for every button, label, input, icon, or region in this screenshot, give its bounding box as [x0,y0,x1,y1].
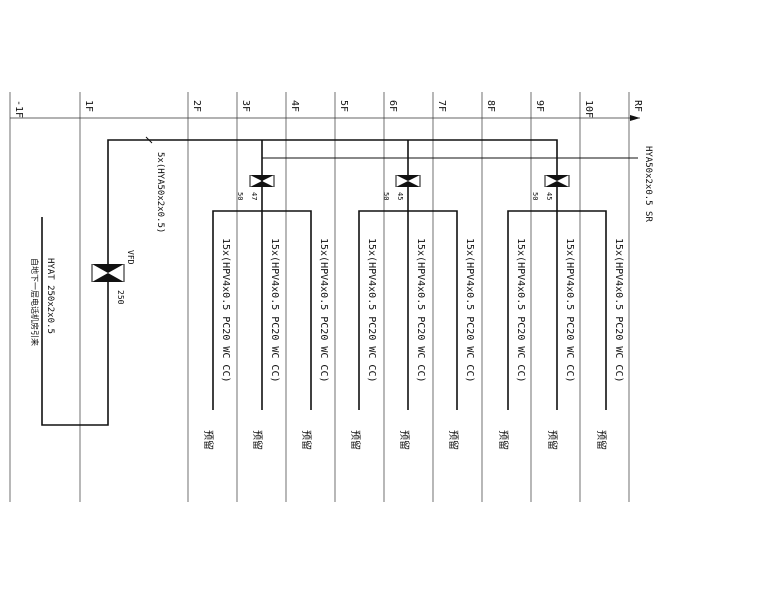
incoming-cable [41,217,109,426]
riser-cables [107,136,638,265]
distribution-box-6f: 45 50 [382,175,421,200]
distribution-box-icon [395,175,421,187]
vfd-frame-icon [91,264,125,282]
branch-wiring [212,187,607,410]
box-top-value: 47 [250,192,258,200]
floor-label: 6F [387,100,398,112]
box-bottom-value: 50 [531,192,539,200]
floor-label: 5F [338,100,349,112]
box-top-value: 45 [396,192,404,200]
distribution-box-9f: 45 50 [531,175,570,200]
floor-label: -1F [13,100,24,118]
distribution-box-icon [249,175,275,187]
floor-label: 4F [289,100,300,112]
floor-label: 3F [240,100,251,112]
branch-note: 预留 [546,430,559,450]
incoming-source-note: 自地下一层电话机房引来 [30,258,40,346]
floor-grid [9,92,640,502]
branch-note: 预留 [398,430,411,450]
floor-labels: -1F 1F 2F 3F 4F 5F 6F 7F 8F 9F 10F RF [13,100,643,118]
vfd-value: 250 [116,290,125,305]
distribution-box-3f: 47 50 [236,175,275,200]
box-top-value: 45 [545,192,553,200]
branch-cable-label: 15x(HPV4x0.5 PC20 WC CC) [415,238,426,383]
box-bottom-value: 50 [382,192,390,200]
branch-cable-label: 15x(HPV4x0.5 PC20 WC CC) [269,238,280,383]
branch-note: 预留 [349,430,362,450]
branch-note: 预留 [202,430,215,450]
floor-label: 2F [191,100,202,112]
branch-cable-label: 15x(HPV4x0.5 PC20 WC CC) [613,238,624,383]
floor-label: RF [632,100,643,112]
roof-cable-label: HYA50x2x0.5 SR [643,146,653,222]
branch-note: 预留 [595,430,608,450]
branch-note: 预留 [300,430,313,450]
branch-cable-label: 15x(HPV4x0.5 PC20 WC CC) [318,238,329,383]
branch-cable-label: 15x(HPV4x0.5 PC20 WC CC) [564,238,575,383]
box-bottom-value: 50 [236,192,244,200]
branch-cable-label: 15x(HPV4x0.5 PC20 WC CC) [515,238,526,383]
floor-label: 10F [583,100,594,118]
branch-note: 预留 [251,430,264,450]
riser-cable-label: 5x(HYA50x2x0.5) [155,152,165,233]
branch-cable-label: 15x(HPV4x0.5 PC20 WC CC) [366,238,377,383]
floor-label: 1F [83,100,94,112]
branch-cable-labels: 15x(HPV4x0.5 PC20 WC CC) 15x(HPV4x0.5 PC… [220,238,624,383]
branch-notes: 预留 预留 预留 预留 预留 预留 预留 预留 预留 [202,430,608,450]
vfd-label: VFD [126,250,135,265]
incoming-cable-label: HYAT 250x2x0.5 [45,258,55,334]
branch-note: 预留 [447,430,460,450]
floor-label: 8F [485,100,496,112]
floor-label: 9F [534,100,545,112]
floor-label: 7F [436,100,447,112]
branch-cable-label: 15x(HPV4x0.5 PC20 WC CC) [464,238,475,383]
distribution-box-icon [544,175,570,187]
branch-note: 预留 [497,430,510,450]
branch-cable-label: 15x(HPV4x0.5 PC20 WC CC) [220,238,231,383]
